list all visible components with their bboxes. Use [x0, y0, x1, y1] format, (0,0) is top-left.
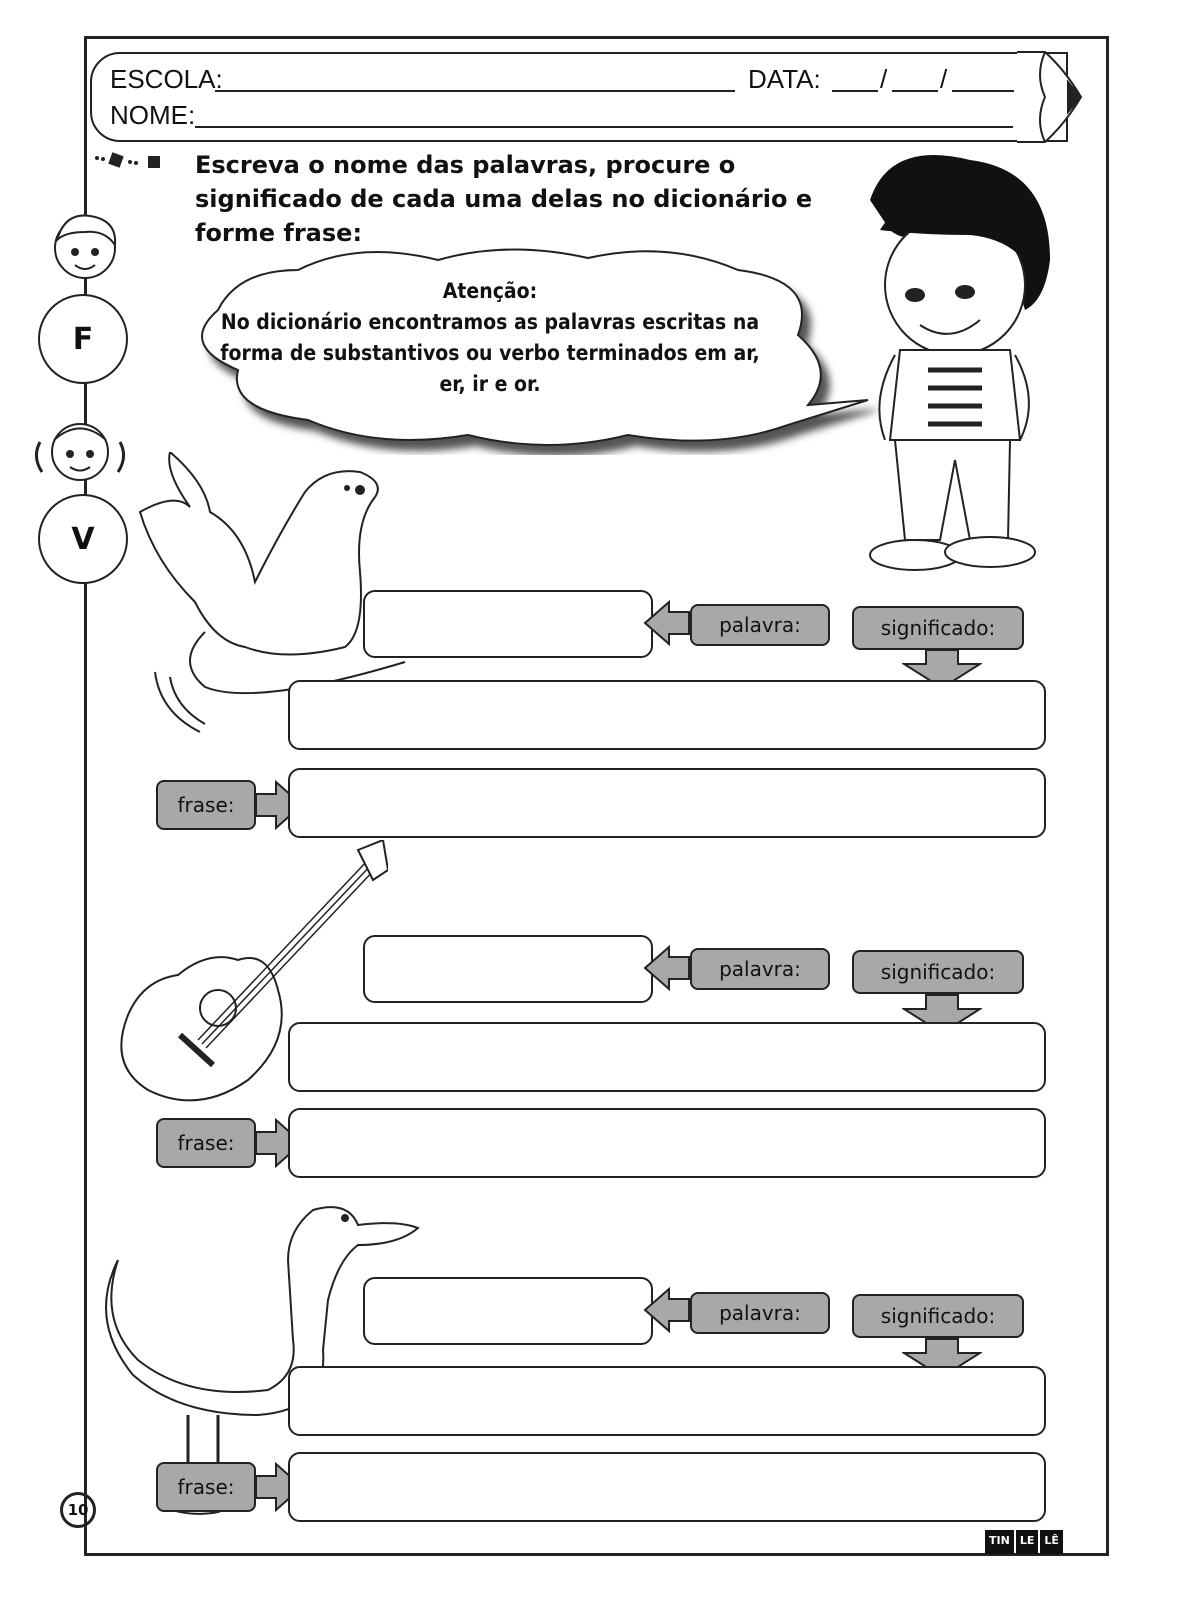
logo-part: LÊ [1040, 1530, 1063, 1554]
meaning-tag: significado: [852, 1294, 1024, 1338]
logo-part: LE [1015, 1530, 1039, 1554]
sentence-tag: frase: [156, 1118, 256, 1168]
sentence-answer-box[interactable] [288, 1108, 1046, 1178]
girl-face-icon [35, 423, 125, 481]
sentence-tag: frase: [156, 1462, 256, 1512]
boy-character-illustration [869, 155, 1050, 571]
logo-part: TIN [985, 1530, 1014, 1554]
date-separator-2: / [940, 64, 948, 94]
sentence-answer-box[interactable] [288, 768, 1046, 838]
arrow-left-icon [643, 945, 690, 991]
arrow-left-icon [643, 600, 690, 646]
date-month-field[interactable] [892, 90, 938, 92]
page-number: 10 [60, 1492, 96, 1528]
school-field[interactable] [215, 90, 735, 92]
arrow-left-icon [643, 1287, 690, 1333]
sentence-answer-box[interactable] [288, 1452, 1046, 1522]
meaning-answer-box[interactable] [288, 1366, 1046, 1436]
badge-v: V [38, 494, 128, 584]
date-separator-1: / [880, 64, 888, 94]
word-tag: palavra: [690, 948, 830, 990]
page-frame [84, 36, 1109, 1556]
word-answer-box[interactable] [363, 590, 653, 658]
word-tag: palavra: [690, 1292, 830, 1334]
bullet-arrow-icon [95, 152, 160, 168]
badge-f: F [38, 294, 128, 384]
school-label: ESCOLA: [110, 64, 223, 94]
bubble-content: Atenção: No dicionário encontramos as pa… [220, 276, 760, 400]
instructions-text: Escreva o nome das palavras, procure o s… [195, 151, 813, 247]
speech-bubble [201, 248, 869, 446]
header-box [90, 52, 1068, 142]
meaning-tag: significado: [852, 606, 1024, 650]
date-year-field[interactable] [952, 90, 1014, 92]
guitar-illustration [120, 840, 388, 1102]
arrow-down-icon [902, 1338, 982, 1379]
arrow-down-icon [902, 649, 982, 690]
name-field[interactable] [195, 126, 1013, 128]
bubble-title: Atenção: [442, 279, 538, 303]
sentence-tag: frase: [156, 780, 256, 830]
word-tag: palavra: [690, 604, 830, 646]
publisher-logo: TIN LE LÊ [985, 1530, 1063, 1554]
word-answer-box[interactable] [363, 935, 653, 1003]
bubble-body: No dicionário encontramos as palavras es… [220, 310, 760, 396]
kid-face-icon [54, 214, 117, 279]
pencil-tip-icon [1017, 51, 1083, 143]
meaning-answer-box[interactable] [288, 680, 1046, 750]
arrow-down-icon [902, 994, 982, 1035]
date-label: DATA: [748, 64, 821, 94]
meaning-answer-box[interactable] [288, 1022, 1046, 1092]
name-label: NOME: [110, 100, 196, 130]
date-day-field[interactable] [832, 90, 878, 92]
word-answer-box[interactable] [363, 1277, 653, 1345]
meaning-tag: significado: [852, 950, 1024, 994]
